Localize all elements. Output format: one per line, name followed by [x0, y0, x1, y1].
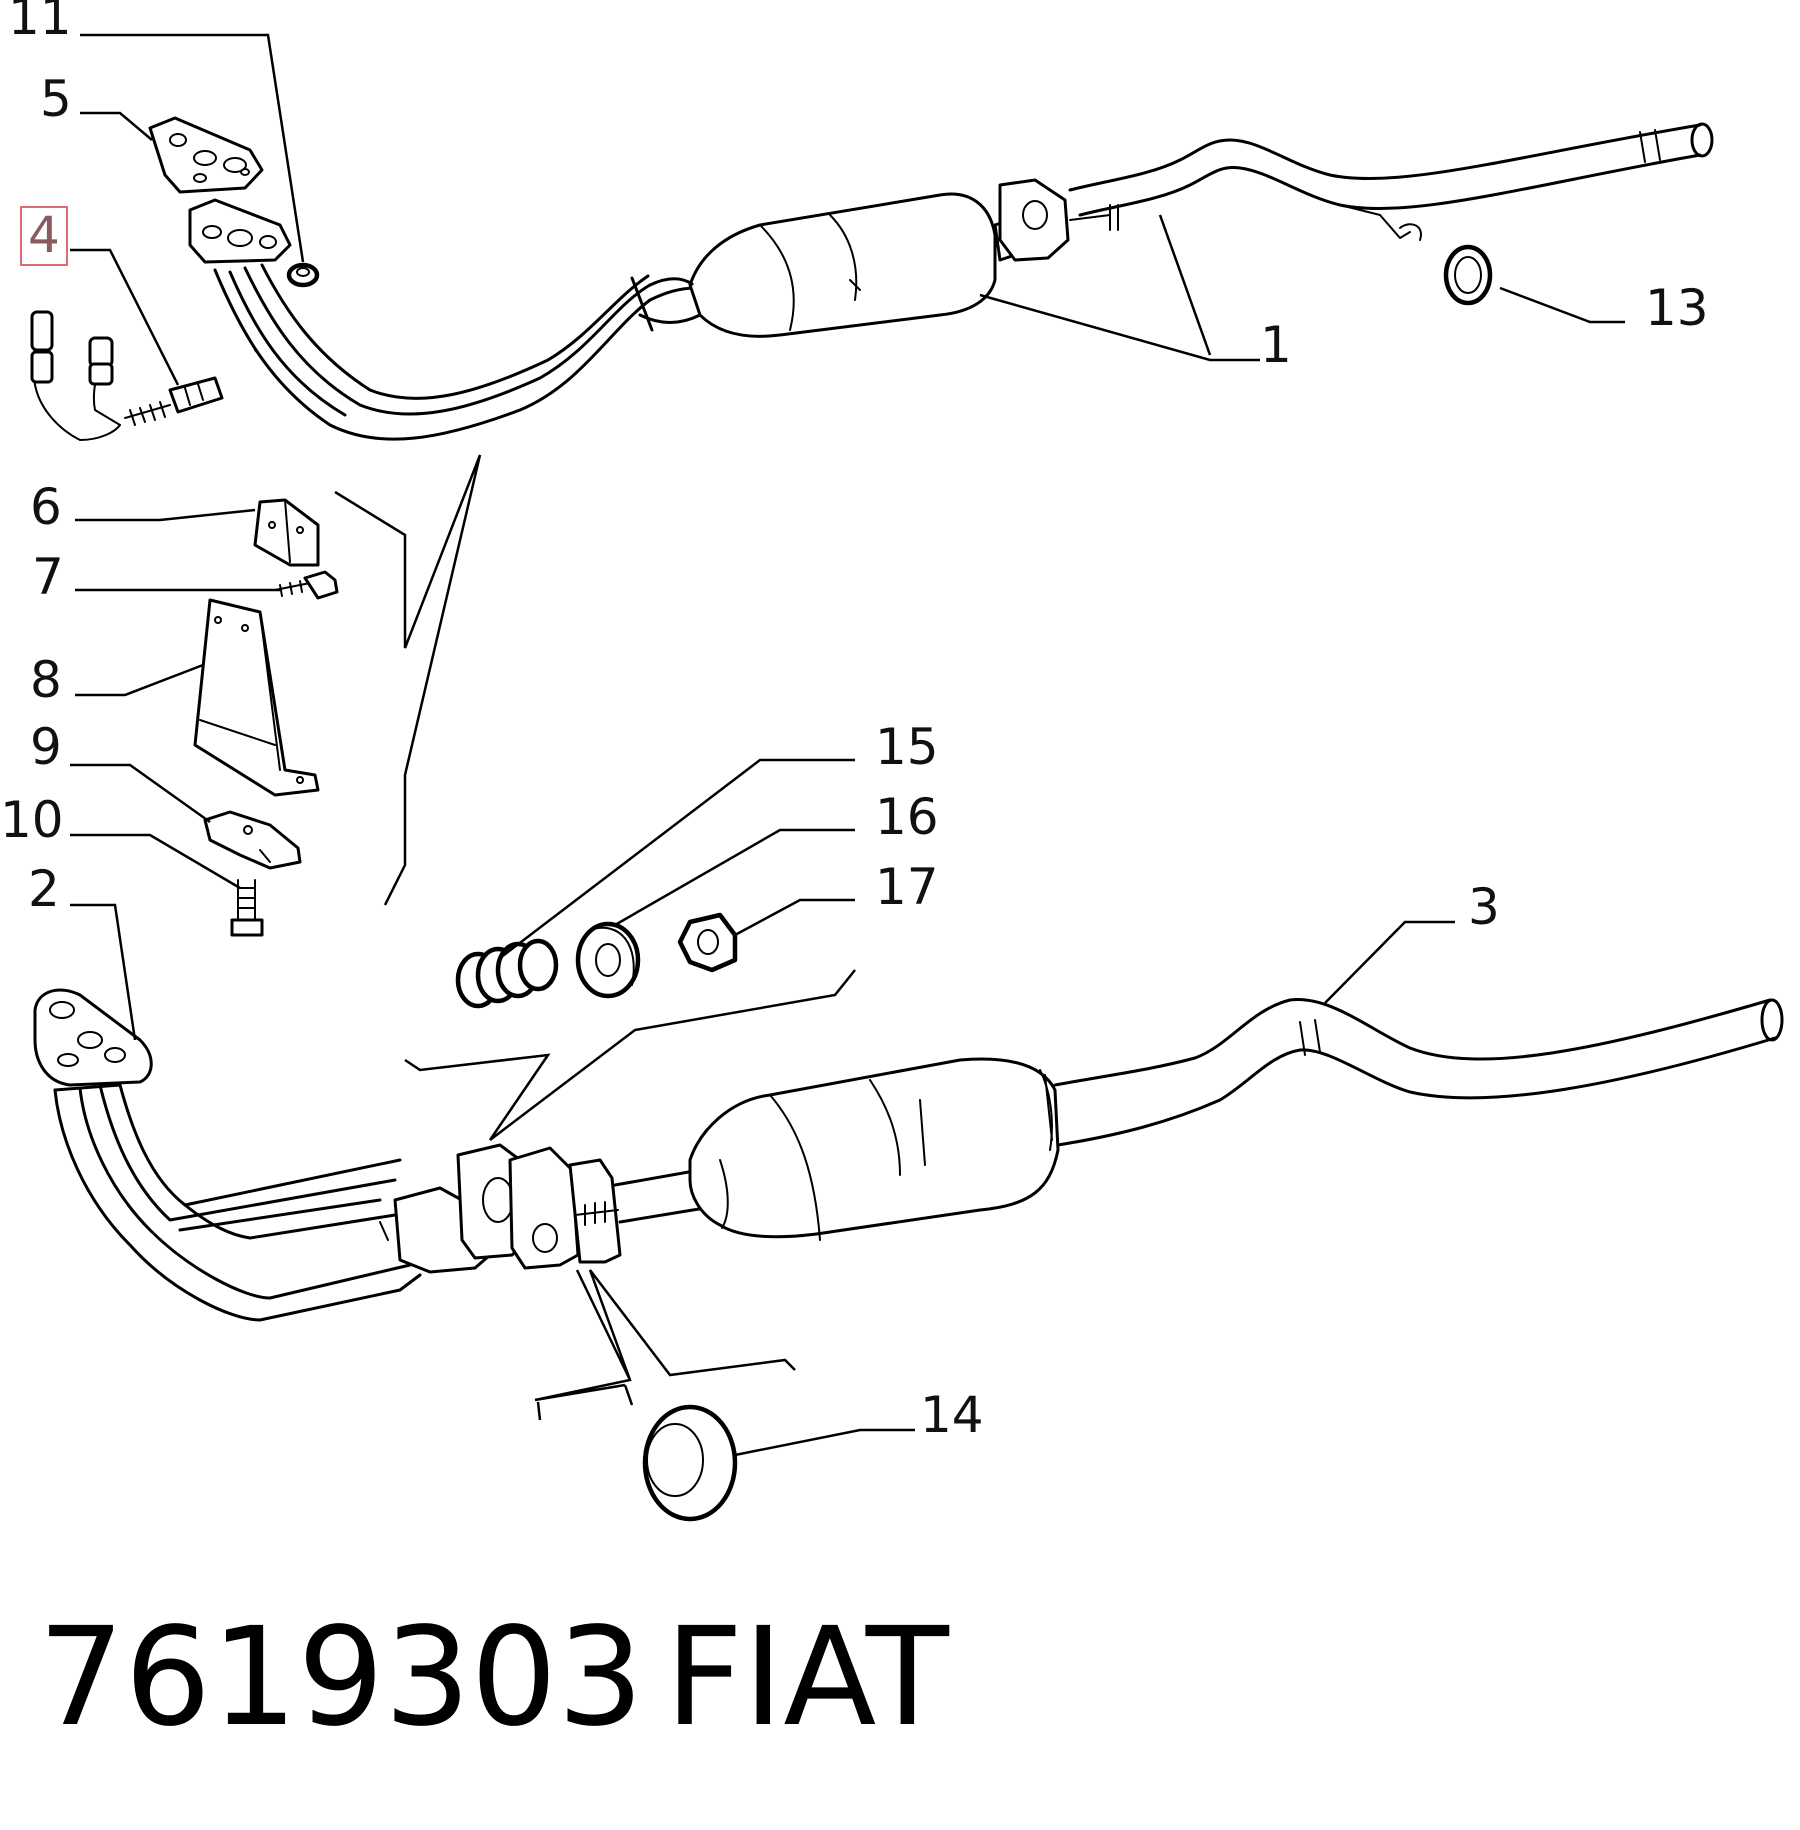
leader-line-2	[70, 903, 137, 1041]
upper-exhaust-assembly	[188, 122, 1714, 441]
callout-5[interactable]: 5	[40, 70, 72, 128]
leader-line-13	[1499, 286, 1625, 324]
callout-2[interactable]: 2	[28, 860, 60, 918]
view-pointer-upper	[334, 454, 482, 906]
callout-15[interactable]: 15	[875, 718, 939, 776]
bolt-10	[230, 879, 264, 937]
bracket-6	[253, 498, 320, 567]
callout-16[interactable]: 16	[875, 788, 939, 846]
callout-11[interactable]: 11	[8, 0, 72, 46]
callout-4[interactable]: 4	[20, 206, 68, 266]
leader-line-5	[80, 111, 153, 141]
leader-line-11	[80, 33, 305, 263]
callout-8[interactable]: 8	[30, 651, 62, 709]
nut-11	[286, 262, 320, 288]
bush-16	[575, 921, 641, 999]
bolt-7	[274, 570, 339, 600]
callout-9[interactable]: 9	[30, 718, 62, 776]
lower-downpipes	[53, 1083, 422, 1322]
leader-line-6	[75, 508, 256, 522]
lower-joint-flanges	[393, 1143, 622, 1274]
leader-line-16	[614, 828, 855, 927]
gasket-13	[1443, 244, 1493, 306]
heat-shield-8	[193, 598, 320, 797]
view-pointer-lower	[534, 1269, 796, 1402]
part-number: 7619303	[38, 1599, 644, 1757]
leader-line-1	[979, 214, 1260, 362]
nut-17	[677, 912, 738, 973]
rubber-mount-14	[642, 1404, 738, 1522]
leader-line-3	[1324, 920, 1455, 1004]
callout-17[interactable]: 17	[875, 858, 939, 916]
callout-7[interactable]: 7	[32, 548, 64, 606]
leader-line-14	[734, 1428, 915, 1457]
callout-10[interactable]: 10	[0, 791, 64, 849]
leader-line-4	[70, 248, 180, 386]
spring-15	[455, 938, 559, 1009]
view-pointer-lower-2	[536, 1384, 634, 1421]
view-pointer-middle	[404, 969, 856, 1141]
callout-3[interactable]: 3	[1468, 878, 1500, 936]
callout-13[interactable]: 13	[1645, 279, 1709, 337]
manifold-flange-2	[33, 988, 153, 1087]
callout-6[interactable]: 6	[30, 478, 62, 536]
leader-line-9	[70, 763, 211, 824]
leader-line-10	[70, 833, 241, 890]
lambda-sensor-4	[30, 310, 224, 441]
brand-name: FIAT	[665, 1599, 949, 1757]
lower-tailpipe	[1053, 998, 1784, 1147]
gasket-5	[148, 116, 264, 194]
leader-line-15	[499, 758, 855, 959]
callout-1[interactable]: 1	[1260, 316, 1292, 374]
leader-line-17	[734, 898, 855, 937]
leader-line-8	[75, 663, 204, 697]
callout-14[interactable]: 14	[920, 1386, 984, 1444]
clamp-9	[203, 810, 302, 870]
lower-converter-3	[613, 1057, 1060, 1241]
